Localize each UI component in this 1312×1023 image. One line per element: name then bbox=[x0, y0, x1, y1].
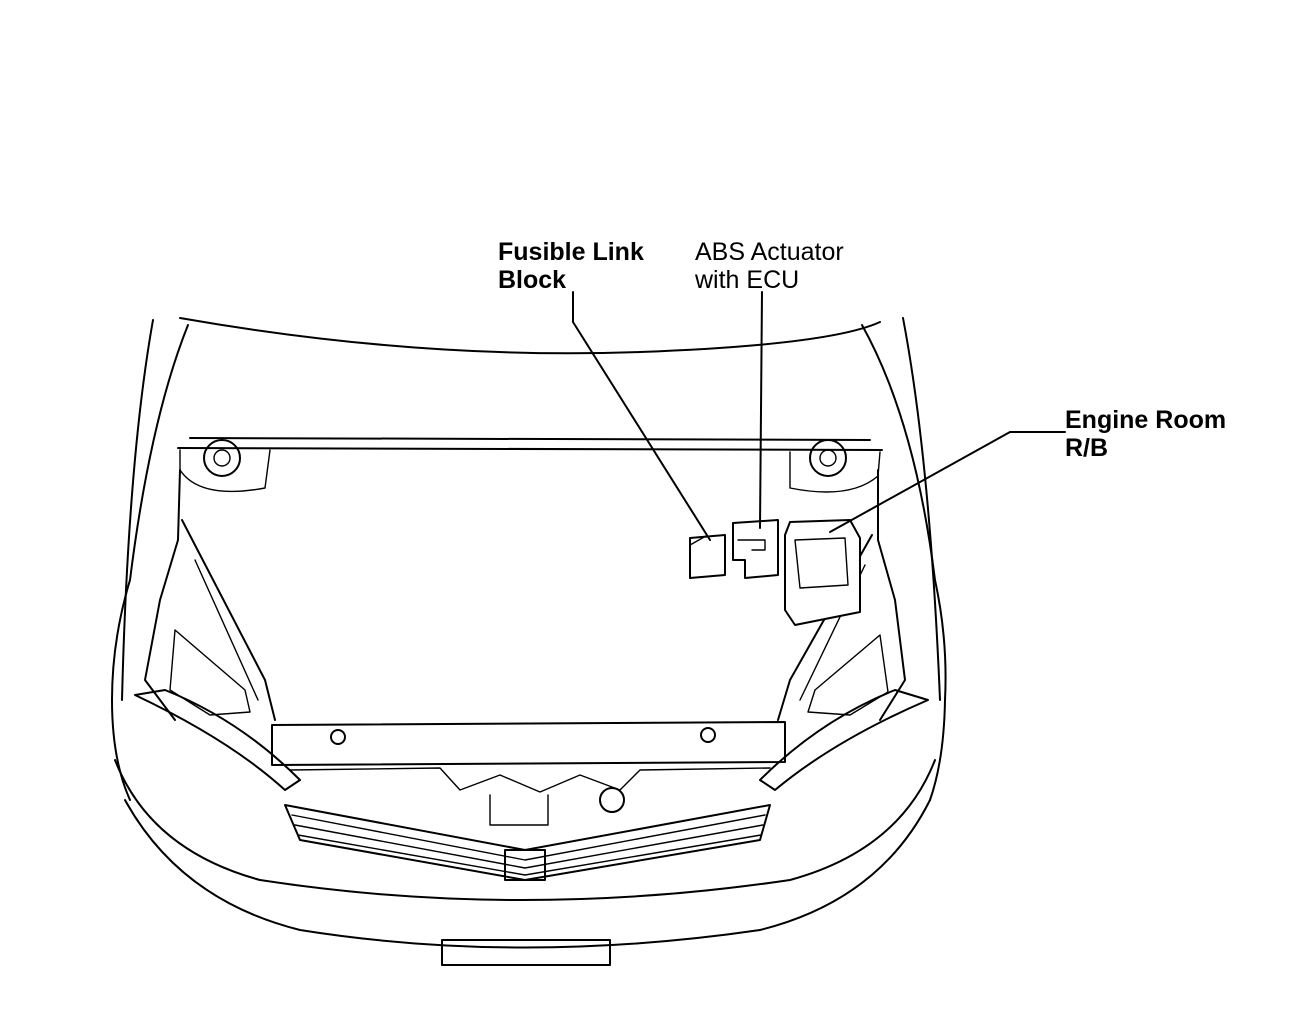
front-bumper-lower bbox=[124, 799, 931, 949]
hood-left-edge bbox=[121, 319, 154, 701]
left-strut-tower-inner bbox=[213, 449, 231, 467]
left-brace bbox=[181, 519, 276, 721]
right-headlight bbox=[759, 689, 929, 791]
support-lower bbox=[289, 767, 771, 793]
horn bbox=[599, 787, 625, 813]
cowl-line-2 bbox=[177, 447, 883, 451]
engine-room-rb-label: Engine Room R/B bbox=[1065, 406, 1226, 462]
fusible-link-label-line-2: Block bbox=[498, 266, 567, 294]
right-fender bbox=[861, 324, 947, 801]
abs-actuator-label-line-1: ABS Actuator bbox=[695, 238, 844, 266]
hood-latch bbox=[489, 794, 549, 826]
right-apron bbox=[877, 469, 906, 721]
grille bbox=[284, 804, 771, 881]
left-strut-tower bbox=[203, 439, 241, 477]
abs-actuator-label: ABS Actuator with ECU bbox=[695, 238, 844, 294]
engine-room-label-line-1: Engine Room bbox=[1065, 406, 1227, 434]
right-strut-tower-inner bbox=[819, 449, 837, 467]
right-strut-panel bbox=[789, 451, 881, 493]
engine-room-label-line-2: R/B bbox=[1065, 434, 1109, 462]
radiator-support bbox=[271, 721, 786, 766]
leader-engine-room-rb bbox=[829, 431, 1066, 533]
left-headlight bbox=[134, 689, 301, 791]
support-bolt-left bbox=[330, 729, 346, 745]
left-light-box bbox=[169, 629, 251, 716]
support-bolt-right bbox=[700, 727, 716, 743]
leader-fusible-link bbox=[572, 291, 711, 541]
engine-room-rb-shape bbox=[784, 519, 861, 626]
hood-right-edge bbox=[902, 317, 941, 701]
left-apron bbox=[144, 469, 181, 721]
left-brace-2 bbox=[194, 559, 259, 701]
fusible-link-label-line-1: Fusible Link bbox=[498, 238, 644, 266]
emblem bbox=[504, 849, 546, 881]
right-light-box bbox=[807, 634, 889, 716]
hood-outline bbox=[179, 317, 881, 355]
license-plate bbox=[441, 939, 611, 966]
fusible-link-block-shape bbox=[689, 534, 726, 579]
cowl-line bbox=[189, 437, 871, 441]
right-strut-tower bbox=[809, 439, 847, 477]
leader-abs-actuator bbox=[759, 291, 763, 529]
grille-slats bbox=[291, 814, 766, 876]
front-bumper bbox=[114, 759, 936, 901]
left-fender bbox=[111, 324, 189, 801]
left-strut-panel bbox=[179, 449, 271, 493]
fusible-link-block-label: Fusible Link Block bbox=[498, 238, 644, 294]
abs-actuator-shape bbox=[732, 519, 779, 579]
abs-actuator-label-line-2: with ECU bbox=[695, 266, 800, 294]
